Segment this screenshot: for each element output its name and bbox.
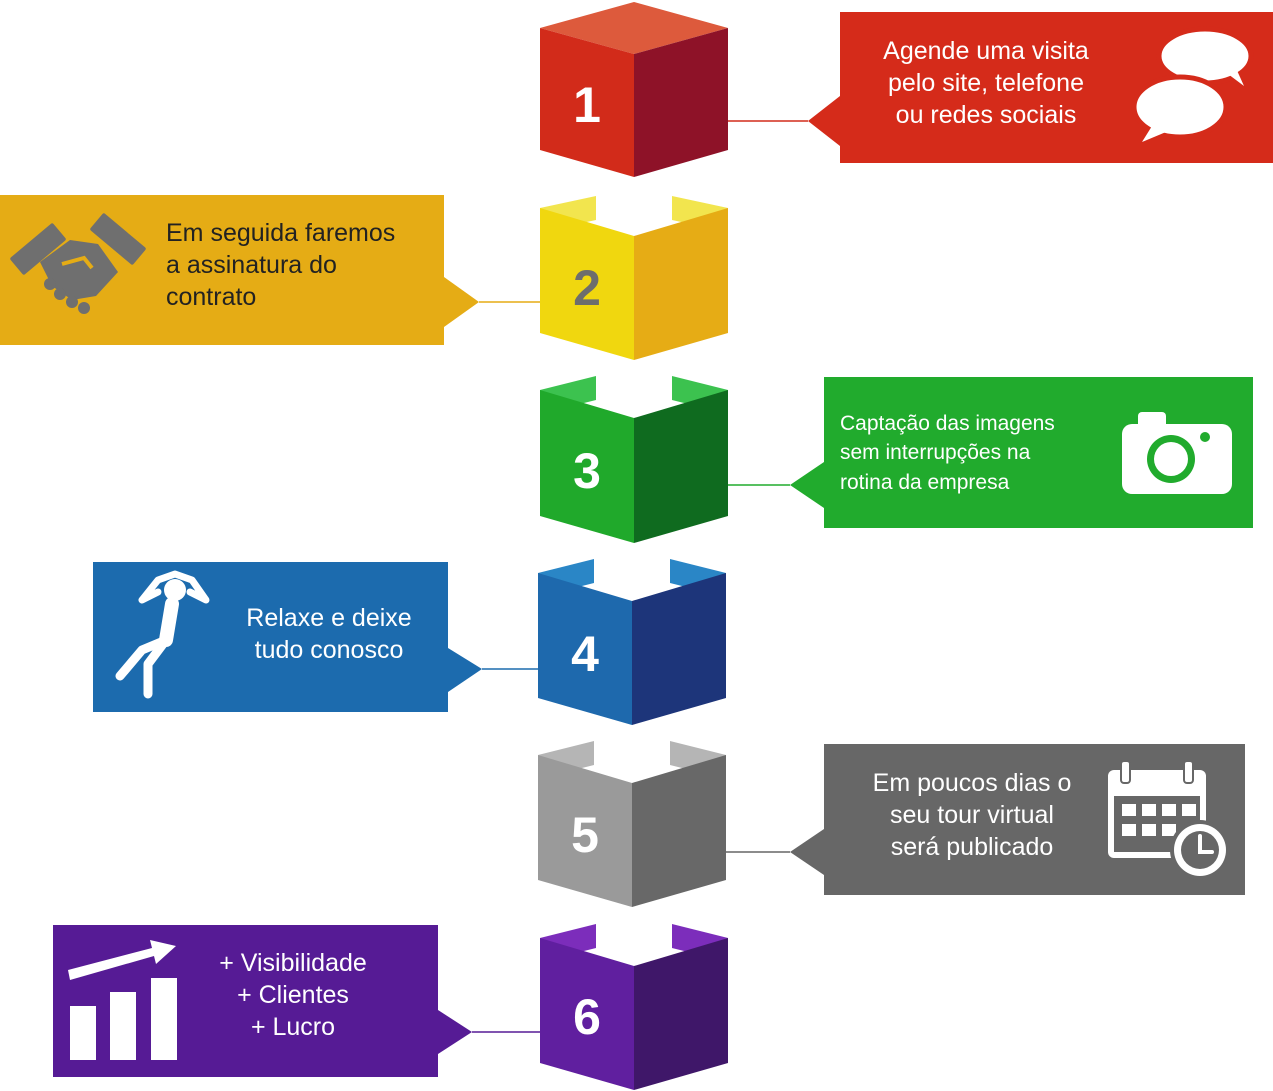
step-3-line-3: rotina da empresa xyxy=(840,470,1010,494)
step-4-description: Relaxe e deixe tudo conosco xyxy=(218,603,440,667)
step-3-number: 3 xyxy=(573,443,601,499)
step-4-callout-box xyxy=(93,562,482,712)
step-1-line-2: pelo site, telefone xyxy=(888,68,1084,97)
step-5-description: Em poucos dias o seu tour virtual será p… xyxy=(844,768,1100,863)
step-3-cube-side xyxy=(634,390,728,543)
step-2-number: 2 xyxy=(573,260,601,316)
calendar-clock-icon xyxy=(1108,760,1230,880)
step-6-cube-side xyxy=(634,938,728,1090)
step-2-line-3: contrato xyxy=(166,282,257,311)
step-4-line-1: Relaxe e deixe xyxy=(246,604,412,632)
step-2-cube-side xyxy=(634,208,728,360)
step-6: 6 xyxy=(53,924,728,1090)
growth-chart-icon xyxy=(68,940,177,1060)
step-5-cube-side xyxy=(632,755,726,907)
step-5-line-1: Em poucos dias o xyxy=(872,769,1072,797)
relaxing-person-icon xyxy=(115,570,210,699)
step-3-description: Captação das imagens sem interrupções na… xyxy=(840,409,1110,497)
step-1-cube-side xyxy=(634,28,728,177)
step-3-line-1: Captação das imagens xyxy=(840,412,1055,435)
step-5-number: 5 xyxy=(571,807,599,863)
step-4-cube-side xyxy=(632,573,726,725)
step-1-description: Agende uma visita pelo site, telefone ou… xyxy=(840,36,1132,131)
step-2-description: Em seguida faremos a assinatura do contr… xyxy=(166,218,436,313)
step-2-cube-front xyxy=(540,208,634,360)
speech-bubbles-icon xyxy=(1131,26,1254,142)
camera-icon xyxy=(1122,412,1232,494)
step-1: 1 xyxy=(540,2,1273,177)
step-6-line-3: + Lucro xyxy=(250,1012,336,1041)
step-6-line-2: + Clientes xyxy=(237,980,349,1009)
step-2: 2 xyxy=(0,195,728,360)
step-3: 3 xyxy=(540,376,1253,543)
step-3-line-2: sem interrupções na xyxy=(840,441,1031,465)
step-4-line-2: tudo conosco xyxy=(254,635,404,664)
step-6-cube-front xyxy=(540,938,634,1090)
step-5-line-2: seu tour virtual xyxy=(890,800,1054,829)
step-1-line-3: ou redes sociais xyxy=(895,100,1077,129)
step-4-number: 4 xyxy=(571,626,599,682)
step-2-line-1: Em seguida faremos xyxy=(166,219,396,247)
step-6-number: 6 xyxy=(573,989,601,1045)
step-4-cube-front xyxy=(538,573,632,725)
handshake-icon xyxy=(10,213,146,314)
step-4: 4 xyxy=(93,559,726,725)
step-1-line-1: Agende uma visita xyxy=(883,37,1089,65)
step-6-line-1: + Visibilidade xyxy=(219,949,367,977)
step-2-line-2: a assinatura do xyxy=(166,250,337,279)
step-3-cube-front xyxy=(540,390,634,543)
step-1-number: 1 xyxy=(573,77,601,133)
step-1-cube-front xyxy=(540,28,634,177)
step-5: 5 xyxy=(538,741,1245,907)
step-5-line-3: será publicado xyxy=(890,832,1054,861)
step-6-description: + Visibilidade + Clientes + Lucro xyxy=(190,948,396,1043)
step-5-cube-front xyxy=(538,755,632,907)
